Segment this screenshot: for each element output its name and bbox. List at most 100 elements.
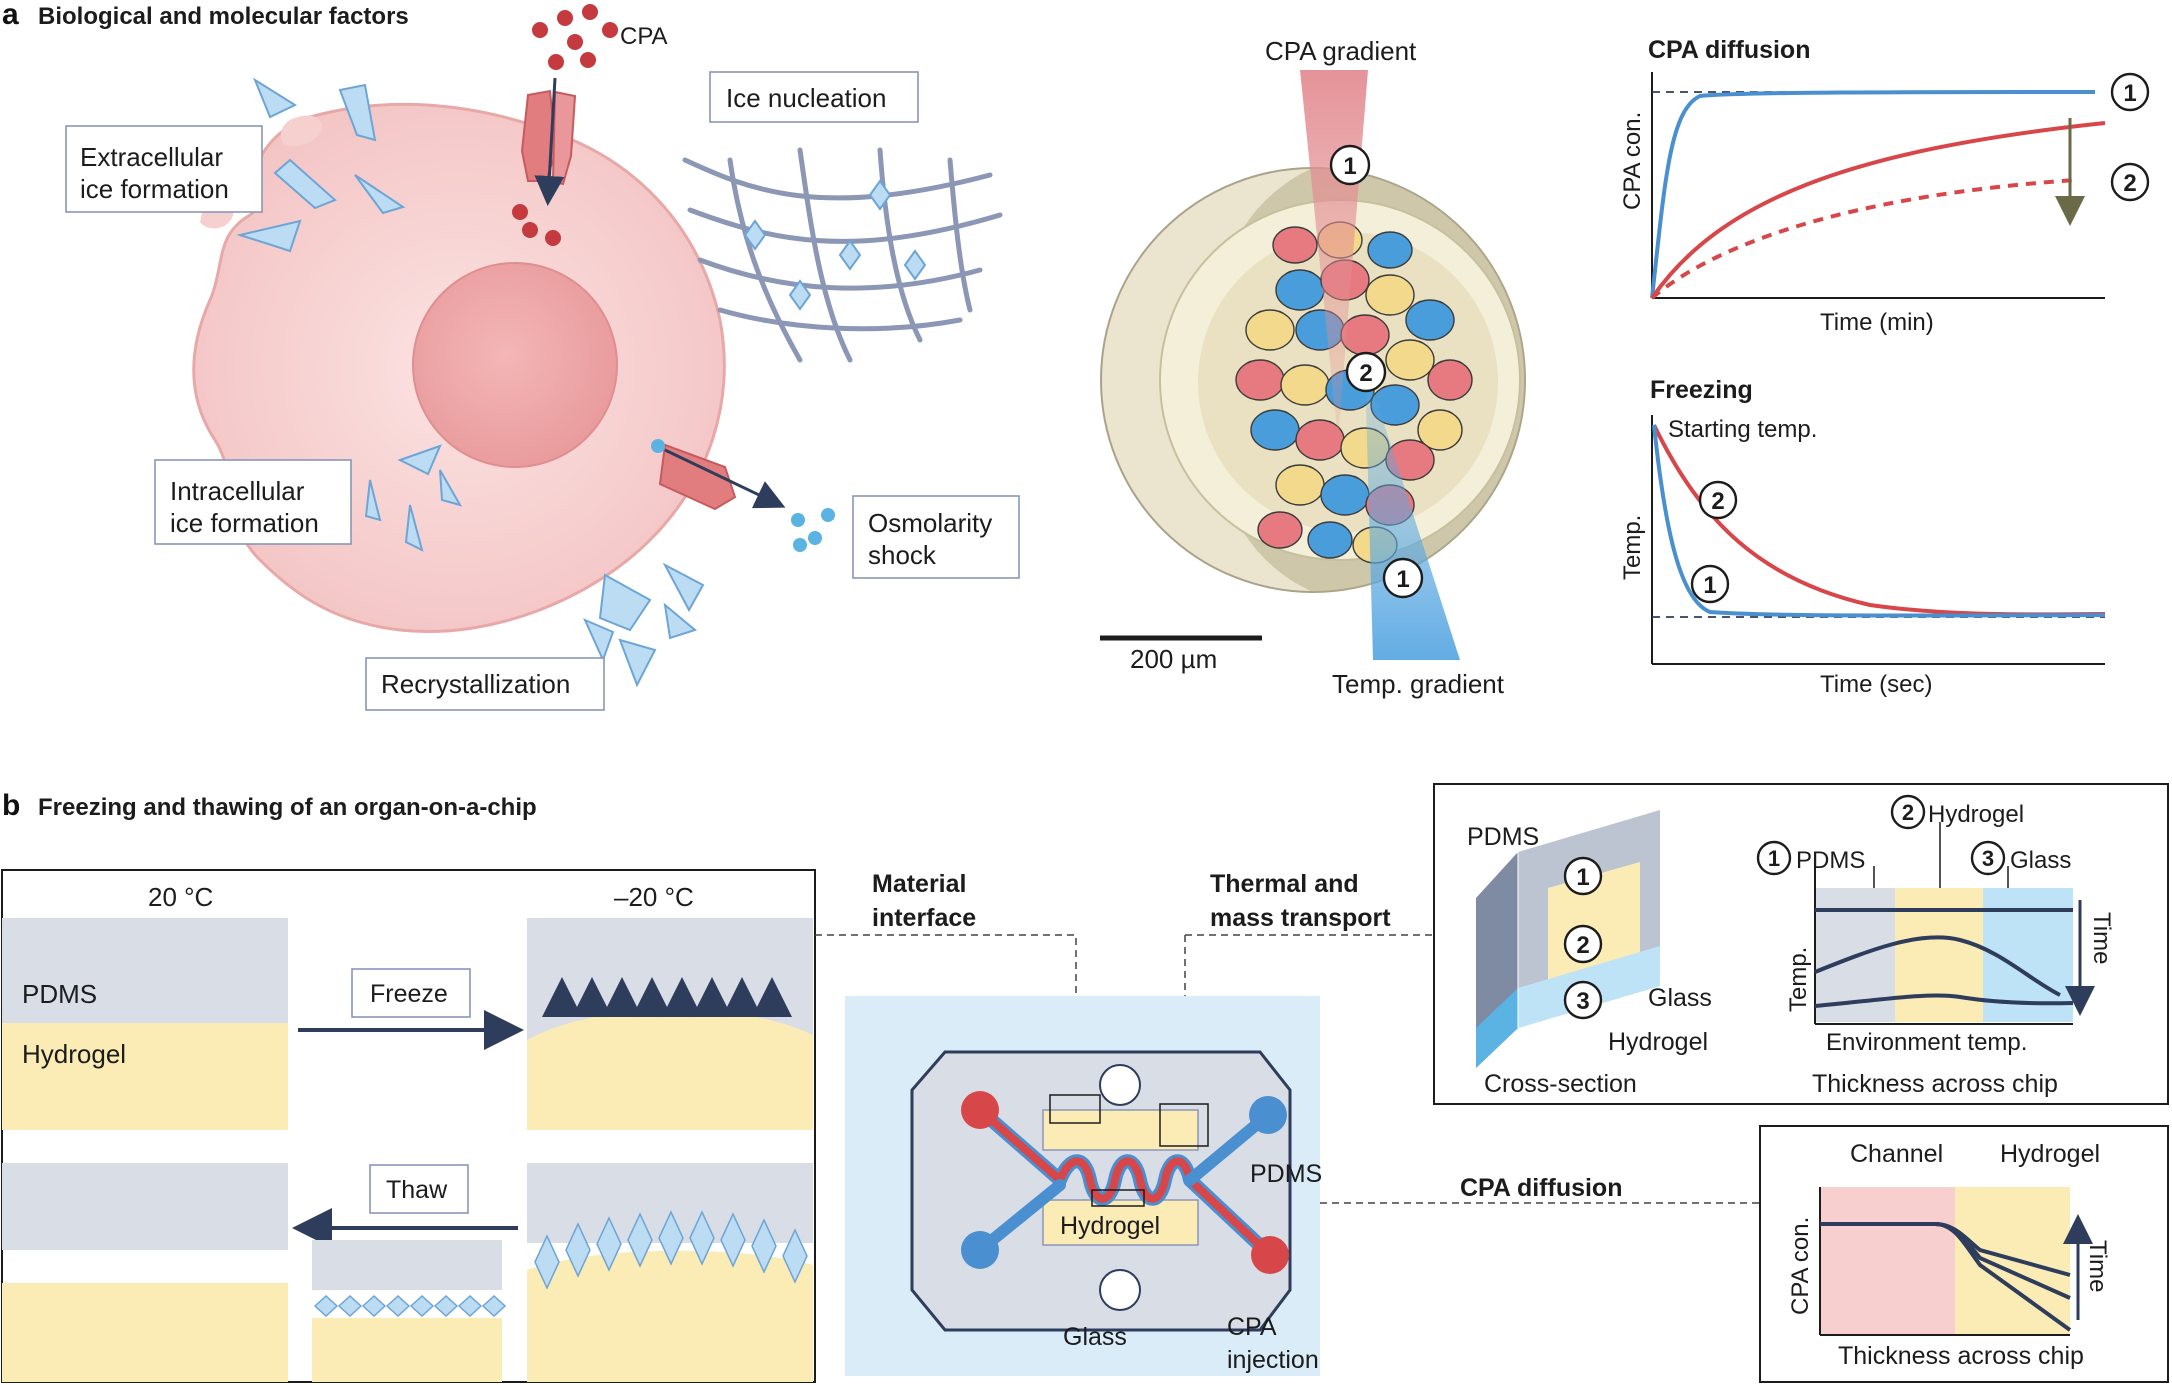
ice-crystal-icon [583, 562, 705, 688]
freeze-box [351, 968, 471, 1018]
cross-section-glass-label: Glass [1648, 984, 1712, 1012]
layer-marker-2: 2 [1890, 794, 1926, 830]
time-label: Time [2088, 912, 2115, 964]
cpa-label: CPA [620, 23, 668, 50]
organoid-marker-1-top: 1 [1329, 144, 1371, 186]
cpa-molecules [512, 4, 618, 246]
chip-pdms-label: PDMS [1250, 1160, 1322, 1188]
plot-marker-1: 1 [1690, 564, 1730, 604]
chip-hydrogel-label: Hydrogel [1060, 1212, 1160, 1240]
chip-port-bottom [1099, 1269, 1141, 1311]
recrystallization-label: Recrystallization [381, 669, 570, 699]
temp-left-label: 20 °C [148, 882, 213, 912]
layer-marker-3: 3 [1970, 840, 2006, 876]
cpa-injection-label-line2: injection [1227, 1346, 1319, 1374]
pdms-label: PDMS [22, 979, 97, 1009]
y-axis-label: Temp. [1785, 947, 1812, 1012]
panel-a-letter: a [2, 0, 19, 31]
freezing-title: Freezing [1650, 376, 1753, 404]
marker-number: 1 [1343, 153, 1356, 180]
media-port [1249, 1096, 1287, 1134]
marker-number: 2 [1711, 488, 1724, 515]
recrystallization-box [365, 657, 605, 711]
intracellular-label-line1: Intracellular [170, 476, 305, 506]
temp-right-label: –20 °C [614, 882, 694, 912]
marker-number: 2 [2123, 170, 2136, 197]
extracellular-box [65, 125, 263, 213]
osmolarity-label-line1: Osmolarity [868, 508, 992, 538]
hydrogel-layer [2, 1023, 288, 1130]
plot-marker-2: 2 [1698, 480, 1738, 520]
marker-number: 2 [1359, 360, 1372, 387]
y-axis-label: Temp. [1619, 515, 1646, 580]
thaw-box [369, 1164, 469, 1214]
pdms-layer-thawed [2, 1163, 288, 1250]
starting-temp-label: Starting temp. [1668, 416, 1817, 443]
panel-b: b Freezing and thawing of an organ-on-a-… [1, 783, 2169, 1383]
ice-nucleation-mesh [682, 147, 1003, 363]
zoom-box-interface [1049, 1094, 1101, 1124]
cross-section-marker-1: 1 [1563, 856, 1603, 896]
freeze-thaw-diagram: 20 °C –20 °C PDMS Hydrogel Freeze [1, 869, 816, 1383]
cross-section-marker-2: 2 [1563, 924, 1603, 964]
cell-illustration: CPA [65, 4, 1020, 711]
series-fast-cooling [1652, 424, 2106, 618]
x-axis-label: Time (sec) [1820, 671, 1932, 698]
marker-number: 1 [2123, 80, 2136, 107]
hydrogel-strip-top [1042, 1109, 1199, 1151]
cpa-diffusion-callout: CPA diffusion [1460, 1174, 1622, 1202]
ice-crystal-icon [743, 179, 927, 311]
marker-number: 2 [1576, 932, 1589, 959]
thaw-label: Thaw [386, 1176, 448, 1204]
nucleus [412, 262, 618, 468]
panel-b-letter: b [2, 789, 20, 822]
hydrogel-label: Hydrogel [22, 1039, 126, 1069]
water-efflux-arrow [664, 448, 786, 509]
cpa-port [961, 1091, 999, 1129]
hydrogel-layer-partial [312, 1318, 502, 1382]
hydrogel-layer-iced [527, 1250, 813, 1382]
zoom-box-transport [1159, 1103, 1209, 1147]
cpa-injection-port [1251, 1236, 1289, 1274]
channel-label: Channel [1850, 1140, 1943, 1168]
layer-label-pdms: PDMS [1796, 847, 1865, 874]
freezing-plot: Freezing Starting temp. Temp. Time (sec)… [1619, 376, 2106, 698]
cpa-gradient-label: CPA gradient [1265, 36, 1417, 66]
thermal-transport-inset: PDMS 1 2 3 Glass Hydrogel Cross-section [1433, 783, 2169, 1105]
marker-number: 1 [1396, 566, 1409, 593]
cross-section-marker-3: 3 [1563, 980, 1603, 1020]
intracellular-label-line2: ice formation [170, 508, 319, 538]
pdms-layer-partial [312, 1240, 502, 1290]
organoid-illustration: CPA gradient Temp. gradient 1 2 1 200 µm [1100, 36, 1526, 699]
panel-b-title: Freezing and thawing of an organ-on-a-ch… [38, 794, 537, 821]
intracellular-box [154, 459, 352, 545]
organoid-marker-1-bottom: 1 [1382, 557, 1424, 599]
cpa-channel-protein [551, 90, 577, 186]
series-slow-diffusion [1650, 121, 2106, 300]
temp-gradient-label: Temp. gradient [1332, 669, 1505, 699]
scale-bar-label: 200 µm [1130, 644, 1217, 674]
marker-number: 3 [1576, 988, 1589, 1015]
layer-label-glass: Glass [2010, 847, 2071, 874]
series-reduced-diffusion [1650, 178, 2076, 300]
media-port [961, 1231, 999, 1269]
organoid-cells [1235, 221, 1473, 564]
osmolarity-channel-protein [658, 443, 737, 511]
material-interface-label-line1: Material [872, 870, 966, 898]
panel-a-title: Biological and molecular factors [38, 3, 409, 30]
cross-section-glass-side [1476, 988, 1518, 1068]
temp-profile-low [1814, 993, 2074, 1008]
channel-red [976, 1106, 1274, 1259]
x-axis-label: Thickness across chip [1838, 1342, 2084, 1370]
organoid-marker-2: 2 [1345, 351, 1387, 393]
plot-marker-1: 1 [2110, 72, 2150, 112]
extracellular-label-line2: ice formation [80, 174, 229, 204]
pdms-layer [2, 918, 288, 1023]
time-label: Time [2084, 1240, 2111, 1292]
osmolarity-label-line2: shock [868, 540, 937, 570]
plot-marker-2: 2 [2110, 162, 2150, 202]
environment-temp-label: Environment temp. [1826, 1029, 2027, 1056]
marker-number: 3 [1982, 846, 1994, 871]
cpa-injection-label-line1: CPA [1227, 1313, 1277, 1341]
marker-number: 1 [1576, 864, 1589, 891]
